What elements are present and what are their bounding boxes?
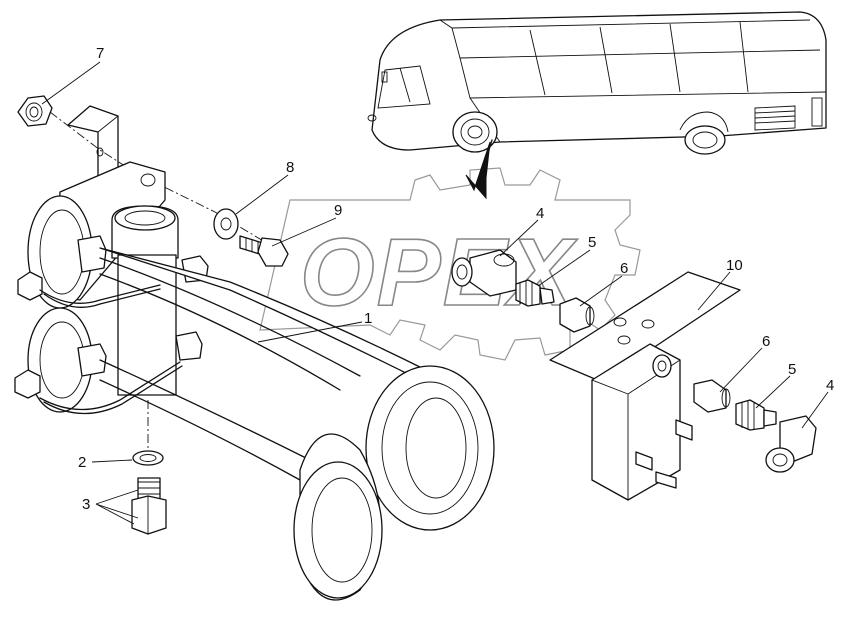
part-2-washer bbox=[132, 450, 164, 466]
callout-6-upper: 6 bbox=[620, 260, 628, 277]
leader-6a bbox=[579, 275, 623, 307]
leader-4a bbox=[499, 219, 539, 257]
leader-4b bbox=[801, 391, 829, 429]
leader-6b bbox=[719, 347, 763, 393]
callout-3: 3 bbox=[82, 496, 90, 513]
leader-2 bbox=[91, 459, 133, 463]
watermark-text: OPEX bbox=[300, 219, 578, 326]
callout-6-lower: 6 bbox=[762, 333, 770, 350]
part-5-nipple-upper bbox=[515, 279, 555, 307]
leader-5a bbox=[537, 249, 591, 287]
leader-3 bbox=[95, 489, 139, 525]
part-1-air-horn bbox=[14, 161, 495, 601]
location-arrow bbox=[465, 141, 491, 200]
watermark-logo: OPEX bbox=[259, 167, 641, 361]
leader-5b bbox=[755, 375, 791, 409]
leader-10 bbox=[697, 271, 731, 311]
callout-5-upper: 5 bbox=[588, 234, 596, 251]
part-9-bolt bbox=[239, 235, 289, 267]
part-6-adapter-lower bbox=[693, 379, 731, 413]
leader-1 bbox=[257, 321, 363, 343]
part-8-washer bbox=[213, 208, 239, 240]
part-3-fitting bbox=[131, 477, 167, 535]
part-5-nipple-lower bbox=[735, 399, 777, 431]
callout-1: 1 bbox=[364, 310, 372, 327]
callout-10: 10 bbox=[726, 257, 743, 274]
callout-4-lower: 4 bbox=[826, 377, 834, 394]
leader-8 bbox=[235, 174, 289, 215]
callout-2: 2 bbox=[78, 454, 86, 471]
location-arrow-line bbox=[477, 139, 493, 187]
part-10-solenoid-valve bbox=[549, 271, 741, 501]
callout-7: 7 bbox=[96, 45, 104, 62]
callout-8: 8 bbox=[286, 159, 294, 176]
callout-9: 9 bbox=[334, 202, 342, 219]
centerline-8-9 bbox=[149, 179, 271, 246]
callout-5-lower: 5 bbox=[788, 361, 796, 378]
part-6-adapter-upper bbox=[559, 297, 595, 333]
bus-illustration bbox=[367, 11, 827, 155]
leader-7 bbox=[41, 61, 101, 105]
leader-9 bbox=[271, 217, 337, 247]
callout-4-upper: 4 bbox=[536, 205, 544, 222]
part-4-elbow-upper bbox=[451, 249, 517, 297]
part-7-nut bbox=[17, 95, 53, 127]
part-4-elbow-lower bbox=[765, 415, 817, 473]
